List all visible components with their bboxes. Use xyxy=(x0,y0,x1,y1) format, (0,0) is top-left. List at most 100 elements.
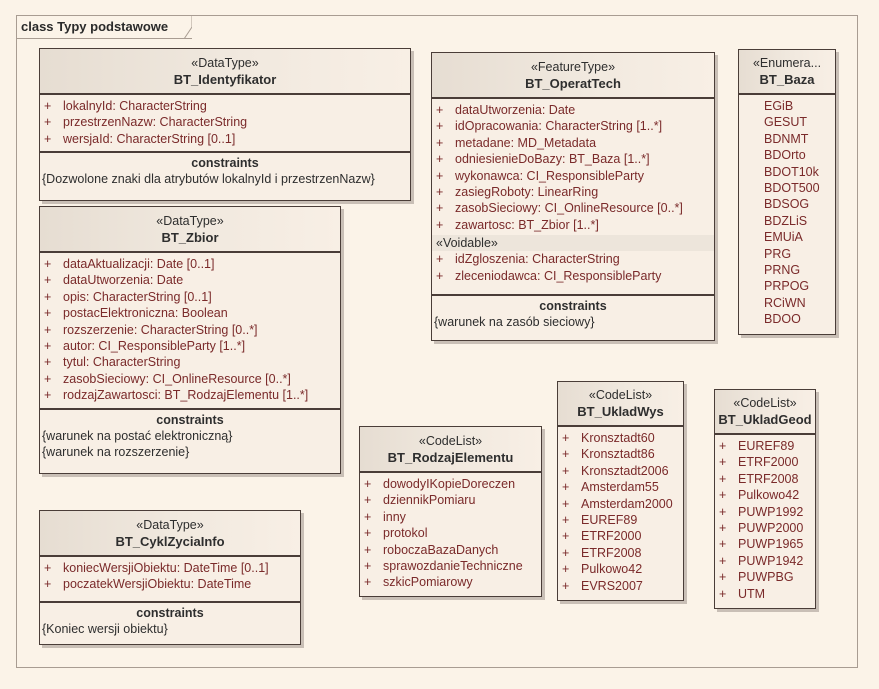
attribute-row[interactable]: +ETRF2000 xyxy=(715,454,815,470)
attribute-row[interactable]: +roboczaBazaDanych xyxy=(360,542,541,558)
attribute-row[interactable]: +zasobSieciowy: CI_OnlineResource [0..*] xyxy=(40,371,340,387)
constraints-list: {Dozwolone znaki dla atrybutów lokalnyId… xyxy=(40,171,410,187)
attribute-row[interactable]: +autor: CI_ResponsibleParty [1..*] xyxy=(40,338,340,354)
attribute-text: roboczaBazaDanych xyxy=(383,542,499,557)
attribute-row[interactable]: +zasiegRoboty: LinearRing xyxy=(432,184,714,200)
attribute-text: Kronsztadt60 xyxy=(581,431,655,445)
attribute-row[interactable]: +koniecWersjiObiektu: DateTime [0..1] xyxy=(40,560,300,576)
attribute-row[interactable]: +Amsterdam55 xyxy=(558,479,683,495)
attribute-text: ETRF2008 xyxy=(581,545,642,560)
attribute-row[interactable]: +Kronsztadt2006 xyxy=(558,463,683,479)
class-bt-cyklzyciainfo[interactable]: «DataType» BT_CyklZyciaInfo +koniecWersj… xyxy=(39,510,301,645)
attribute-text: Kronsztadt86 xyxy=(581,447,655,462)
attribute-list: +dataUtworzenia: Date+idOpracowania: Cha… xyxy=(432,99,714,235)
attribute-row[interactable]: +dataAktualizacji: Date [0..1] xyxy=(40,256,340,272)
attribute-row[interactable]: +sprawozdanieTechniczne xyxy=(360,558,541,574)
attribute-row[interactable]: +lokalnyId: CharacterString xyxy=(40,98,410,114)
codelist-bt-ukladwys[interactable]: «CodeList» BT_UkladWys +Kronsztadt60+Kro… xyxy=(557,381,684,601)
codelist-bt-rodzajelementu[interactable]: «CodeList» BT_RodzajElementu +dowodyIKop… xyxy=(359,426,542,597)
visibility-public-icon: + xyxy=(44,371,52,386)
attribute-row[interactable]: +dziennikPomiaru xyxy=(360,492,541,508)
enum-literal[interactable]: BDOT500 xyxy=(764,181,820,196)
enum-literal[interactable]: PRNG xyxy=(764,263,801,278)
attribute-row[interactable]: +PUWP1942 xyxy=(715,553,815,569)
attribute-text: szkicPomiarowy xyxy=(383,575,473,590)
class-bt-identyfikator[interactable]: «DataType» BT_Identyfikator +lokalnyId: … xyxy=(39,48,411,201)
attribute-row[interactable]: +PUWP2000 xyxy=(715,520,815,536)
attribute-row[interactable]: +Kronsztadt60 xyxy=(558,430,683,446)
attribute-row[interactable]: +Pulkowo42 xyxy=(715,487,815,503)
enum-literal[interactable]: BDOT10k xyxy=(764,164,819,179)
enum-literal[interactable]: BDZLiS xyxy=(764,213,808,228)
attribute-row[interactable]: +postacElektroniczna: Boolean xyxy=(40,305,340,321)
attribute-row[interactable]: +opis: CharacterString [0..1] xyxy=(40,289,340,305)
visibility-public-icon: + xyxy=(436,119,444,134)
attribute-row[interactable]: +zasobSieciowy: CI_OnlineResource [0..*] xyxy=(432,200,714,216)
attribute-row[interactable]: +tytul: CharacterString xyxy=(40,354,340,370)
attribute-row[interactable]: + ETRF2000 xyxy=(558,528,683,544)
attribute-row[interactable]: +zawartosc: BT_Zbior [1..*] xyxy=(432,217,714,233)
attribute-row[interactable]: +PUWP1965 xyxy=(715,536,815,552)
attribute-row[interactable]: +wykonawca: CI_ResponsibleParty xyxy=(432,168,714,184)
class-bt-operattech[interactable]: «FeatureType» BT_OperatTech +dataUtworze… xyxy=(431,52,715,341)
attribute-text: Pulkowo42 xyxy=(738,488,800,503)
enum-literal[interactable]: PRPOG xyxy=(764,279,810,294)
enum-literal[interactable]: GESUT xyxy=(764,115,808,130)
enum-literal[interactable]: BDOrto xyxy=(764,148,806,163)
attribute-row[interactable]: +przestrzenNazw: CharacterString xyxy=(40,114,410,130)
attribute-row[interactable]: +poczatekWersjiObiektu: DateTime xyxy=(40,576,300,592)
attribute-row[interactable]: +idOpracowania: CharacterString [1..*] xyxy=(432,118,714,134)
visibility-public-icon: + xyxy=(436,252,444,267)
enum-literal[interactable]: PRG xyxy=(764,246,792,261)
attribute-row[interactable]: +Amsterdam2000 xyxy=(558,496,683,512)
attribute-row[interactable]: + wersjaId: CharacterString [0..1] xyxy=(40,131,410,147)
visibility-public-icon: + xyxy=(44,131,52,146)
attribute-row[interactable]: +PUWPBG xyxy=(715,569,815,585)
attribute-row[interactable]: +EVRS2007 xyxy=(558,578,683,594)
class-bt-zbior[interactable]: «DataType» BT_Zbior +dataAktualizacji: D… xyxy=(39,206,341,474)
attribute-row[interactable]: +Kronsztadt86 xyxy=(558,446,683,462)
visibility-public-icon: + xyxy=(44,339,52,354)
attribute-text: ETRF2000 xyxy=(738,455,799,470)
attribute-text: wersjaId: CharacterString [0..1] xyxy=(63,131,236,146)
attribute-row[interactable]: +dataUtworzenia: Date xyxy=(432,102,714,118)
enum-literal[interactable]: BDOO xyxy=(764,312,801,327)
voidable-stereotype: «Voidable» xyxy=(432,235,714,252)
attribute-row[interactable]: +idZgloszenia: CharacterString xyxy=(432,251,714,267)
visibility-public-icon: + xyxy=(719,553,727,568)
attribute-row[interactable]: +dowodyIKopieDoreczen xyxy=(360,476,541,492)
attribute-row[interactable]: +Pulkowo42 xyxy=(558,561,683,577)
enum-literal[interactable]: EGiB xyxy=(764,99,794,113)
enum-literal[interactable]: RCiWN xyxy=(764,295,806,310)
attribute-row[interactable]: +szkicPomiarowy xyxy=(360,574,541,590)
attribute-row[interactable]: +protokol xyxy=(360,525,541,541)
attribute-text: ETRF2000 xyxy=(581,529,642,544)
attribute-row[interactable]: +inny xyxy=(360,509,541,525)
class-stereotype: «FeatureType» xyxy=(530,59,616,74)
enum-literal[interactable]: EMUiA xyxy=(764,230,803,245)
attribute-row[interactable]: +metadane: MD_Metadata xyxy=(432,135,714,151)
attribute-row[interactable]: +ETRF2008 xyxy=(715,471,815,487)
voidable-attribute-list: +idZgloszenia: CharacterString+zleceniod… xyxy=(432,251,714,294)
attribute-row[interactable]: +ETRF2008 xyxy=(558,545,683,561)
attribute-row[interactable]: +UTM xyxy=(715,586,815,602)
attribute-row[interactable]: +EUREF89 xyxy=(558,512,683,528)
attribute-text: zawartosc: BT_Zbior [1..*] xyxy=(455,217,599,232)
diagram-title: class Typy podstawowe xyxy=(16,15,192,39)
visibility-public-icon: + xyxy=(562,529,570,544)
attribute-row[interactable]: +rodzajZawartosci: BT_RodzajElementu [1.… xyxy=(40,387,340,403)
attribute-row[interactable]: +PUWP1992 xyxy=(715,504,815,520)
attribute-row[interactable]: +zleceniodawca: CI_ResponsibleParty xyxy=(432,268,714,284)
constraints-title: constraints xyxy=(136,605,204,620)
attribute-text: rodzajZawartosci: BT_RodzajElementu [1..… xyxy=(63,388,309,403)
enum-literal[interactable]: BDSOG xyxy=(764,197,810,212)
attribute-row[interactable]: +EUREF89 xyxy=(715,438,815,454)
attribute-row[interactable]: +rozszerzenie: CharacterString [0..*] xyxy=(40,322,340,338)
attribute-row[interactable]: +odniesienieDoBazy: BT_Baza [1..*] xyxy=(432,151,714,167)
enum-literal[interactable]: BDNMT xyxy=(764,131,809,146)
class-name: BT_Baza xyxy=(759,72,815,87)
codelist-bt-ukladgeod[interactable]: «CodeList» BT_UkladGeod +EUREF89+ETRF200… xyxy=(714,389,816,609)
attribute-text: koniecWersjiObiektu: DateTime [0..1] xyxy=(63,561,269,575)
attribute-row[interactable]: +dataUtworzenia: Date xyxy=(40,272,340,288)
